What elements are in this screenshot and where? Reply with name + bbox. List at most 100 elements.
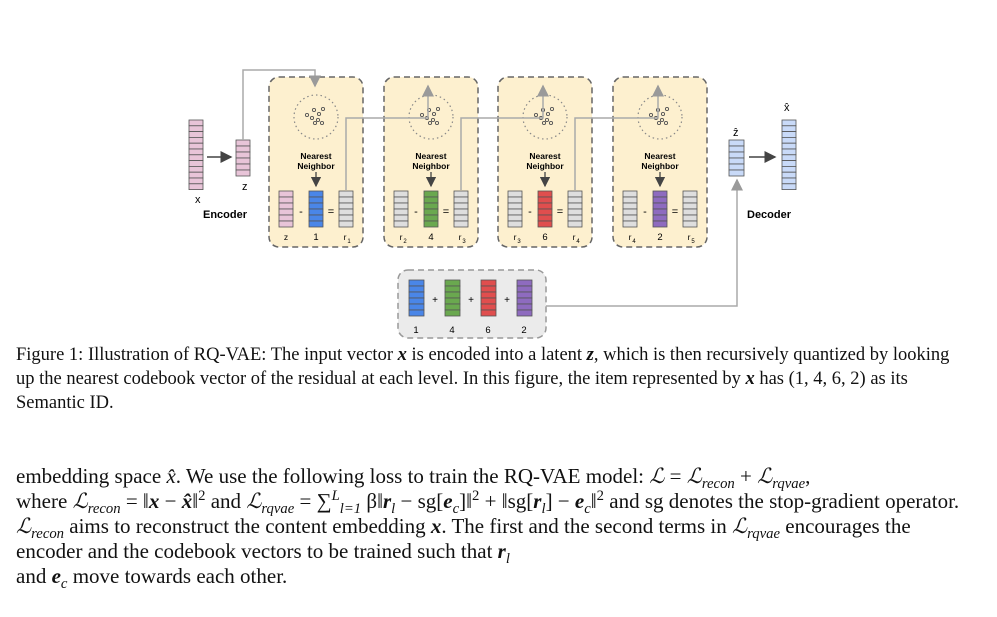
output-label: x̂ xyxy=(784,102,790,114)
latent-vector xyxy=(235,139,251,177)
codebook-vector-cell xyxy=(423,220,439,228)
sum-code-vector-4-cell xyxy=(516,309,533,317)
sum-code-vector-1-cell xyxy=(408,291,425,299)
output-vector xyxy=(781,119,797,191)
codebook-point xyxy=(309,115,315,121)
codebook-vector-cell xyxy=(537,196,553,204)
codebook-vector-cell xyxy=(652,196,668,204)
stage-input-label: r xyxy=(629,232,632,242)
residual-vector-cell xyxy=(682,220,698,228)
latent-vector xyxy=(235,139,251,177)
stage-input-vector-cell xyxy=(622,190,638,198)
latent-vector-cell xyxy=(235,163,251,171)
residual-label: r xyxy=(344,232,347,242)
residual-vector xyxy=(567,190,583,228)
sum-code-vector-4-cell xyxy=(516,303,533,311)
stage-input-vector-cell xyxy=(507,214,523,222)
codebook-vector-cell xyxy=(423,190,439,198)
neighbor-label: Neighbor xyxy=(412,161,450,171)
figure-caption: Figure 1: Illustration of RQ-VAE: The in… xyxy=(16,345,950,413)
stage-input-vector xyxy=(393,190,409,228)
flow-line-3 xyxy=(460,84,549,190)
sum-code-vector-2-cell xyxy=(444,279,461,287)
input-vector-cell xyxy=(188,171,204,179)
codebook-point xyxy=(548,120,554,126)
stage-input-sub: 2 xyxy=(403,239,407,245)
input-vector-cell xyxy=(188,131,204,138)
sum-code-vector-2-cell xyxy=(444,285,461,293)
stage-input-vector xyxy=(507,190,523,228)
input-vector-cell xyxy=(188,160,204,167)
flow-line-2 xyxy=(345,84,434,190)
codebook-point xyxy=(660,111,666,117)
equals-sign: = xyxy=(672,206,678,218)
code-label: 4 xyxy=(428,232,433,243)
stage-input-vector-cell xyxy=(278,208,294,216)
codebook-point xyxy=(430,117,436,123)
stage-input-vector-cell xyxy=(393,214,409,222)
codebook-point xyxy=(549,106,555,112)
sum-code-vector-3 xyxy=(480,279,497,317)
stage-input-vector-cell xyxy=(622,202,638,210)
output-vector-cell xyxy=(781,154,797,162)
input-vector-cell xyxy=(188,142,204,150)
sum-code-vector-1-cell xyxy=(408,303,425,311)
input-vector-cell xyxy=(188,148,204,156)
minus-sign: - xyxy=(643,206,647,218)
output-vector-cell xyxy=(781,125,797,133)
residual-vector xyxy=(338,190,354,228)
zhat-vector-cell xyxy=(728,145,745,153)
input-vector xyxy=(188,119,204,191)
stage-input-vector-cell xyxy=(622,220,638,228)
decoder-label: Decoder xyxy=(747,209,792,221)
nearest-label: Nearest xyxy=(415,151,446,161)
codebook-vector xyxy=(423,190,439,228)
codebook-point xyxy=(316,111,322,117)
sum-code-vector-1-cell xyxy=(408,297,425,305)
sum-code-vector-4 xyxy=(516,279,533,317)
stage-input-vector-cell xyxy=(393,196,409,204)
codebook-circle xyxy=(293,94,339,140)
codebook-point xyxy=(541,120,547,126)
stage-input-vector-cell xyxy=(393,220,409,228)
sum-code-vector-2-cell xyxy=(444,309,461,317)
code-label: 6 xyxy=(542,232,547,243)
codebook-vector-cell xyxy=(308,190,324,198)
codebook-vector xyxy=(308,190,324,228)
sum-code-vector-3-cell xyxy=(480,285,497,293)
stage-input-sub: 4 xyxy=(632,239,636,245)
latent-vector-cell xyxy=(235,169,251,177)
stage-input-vector-cell xyxy=(507,208,523,216)
input-vector-cell xyxy=(188,136,204,144)
codebook-point xyxy=(311,107,317,113)
residual-vector-cell xyxy=(453,220,469,228)
equals-sign: = xyxy=(557,206,563,218)
sum-code-vector-2 xyxy=(444,279,461,317)
codebook-point xyxy=(435,106,441,112)
residual-vector-cell xyxy=(338,208,354,216)
codebook-vector-cell xyxy=(308,208,324,216)
zhat-vector-cell xyxy=(728,157,745,165)
stage-input-label: r xyxy=(514,232,517,242)
stage-input-vector-cell xyxy=(622,208,638,216)
latent-vector-cell xyxy=(235,151,251,159)
residual-vector-cell xyxy=(682,196,698,204)
stage-input-vector-cell xyxy=(507,196,523,204)
plus-sign: + xyxy=(504,295,510,306)
codebook-point xyxy=(664,106,670,112)
codebook-vector-cell xyxy=(652,202,668,210)
residual-vector-cell xyxy=(567,202,583,210)
latent-vector-cell xyxy=(235,157,251,165)
residual-vector-cell xyxy=(682,202,698,210)
stage-input-vector xyxy=(622,190,638,228)
nearest-label: Nearest xyxy=(529,151,560,161)
output-vector-cell xyxy=(781,183,797,191)
zhat-vector-cell xyxy=(728,139,745,147)
output-vector-cell xyxy=(781,165,797,173)
latent-vector-cell xyxy=(235,145,251,153)
stage-input-label: r xyxy=(400,232,403,242)
codebook-point xyxy=(315,117,321,123)
